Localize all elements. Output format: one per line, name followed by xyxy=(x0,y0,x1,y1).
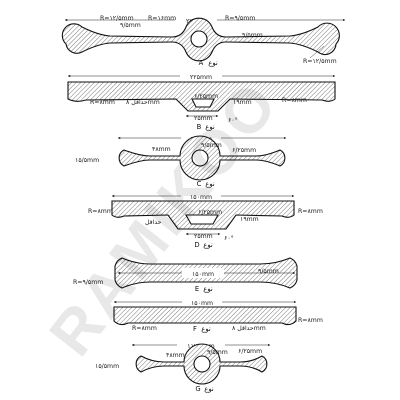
d-letter: D xyxy=(194,241,199,249)
b-angle: ۶۰° xyxy=(228,116,238,124)
a-letter: A xyxy=(199,59,204,67)
c-hub: ۹/۵mm xyxy=(201,142,222,149)
e-letter: E xyxy=(195,285,199,293)
d-r-left: R=۸mm xyxy=(88,208,113,215)
g-type-word: نوع xyxy=(204,385,214,393)
e-r-left: R=۹/۵mm xyxy=(73,279,103,286)
c-ring: ۶/۲۵mm xyxy=(232,147,256,154)
g-width: ۱۵/۵mm xyxy=(95,363,119,370)
b-min-left: حداقل ۸mm xyxy=(126,99,160,106)
variant-f: ۱۵۰mm R=۸mm حداقل ۸mm R=۸mm F نوع xyxy=(113,297,323,333)
variant-g: ۱۱۲/۵mm ۱۵/۵mm ۴۸mm ۹/۵mm ۶/۲۵mm G نوع xyxy=(95,340,271,393)
b-r-left: R=۸mm xyxy=(90,99,115,106)
b-bore: ۶/۲۵mm xyxy=(194,93,218,100)
g-center-hole xyxy=(193,355,211,373)
variant-a: ۲۲۵mm R=۱۲/۵mm ۹/۵mm R=۱۶mm R=۹/۵mm ۹/۵m… xyxy=(61,15,346,67)
a-end-radius: R=۹/۵mm xyxy=(225,15,255,22)
variant-e: ۱۵۰mm R=۹/۵mm ۹/۵mm E نوع xyxy=(73,257,298,293)
b-letter: B xyxy=(197,123,202,131)
variant-b: ۲۲۵mm R=۸mm حداقل ۸mm ۶/۲۵mm ۱۹mm R=۸mm … xyxy=(67,71,336,131)
a-dia-right: ۹/۵mm xyxy=(242,32,263,39)
b-r-right: R=۸mm xyxy=(282,97,307,104)
a-center-hole xyxy=(190,30,208,48)
c-pad: ۴۸mm xyxy=(152,146,171,153)
f-letter: F xyxy=(193,325,197,333)
d-seat: ۱۹mm xyxy=(240,216,259,223)
variant-d: ۱۵۰mm R=۸mm حداقل ۶/۲۵mm ۱۹mm R=۸mm ۲۵mm… xyxy=(88,191,323,249)
g-pad: ۴۸mm xyxy=(166,352,185,359)
variant-c: ۱۵۰mm ۱۵/۵mm ۴۸mm ۹/۵mm ۶/۲۵mm C نوع xyxy=(75,133,287,188)
d-overall-length: ۱۵۰mm xyxy=(190,194,212,201)
d-bore: ۶/۲۵mm xyxy=(198,209,222,216)
f-specimen-body xyxy=(113,306,297,326)
c-center-hole xyxy=(191,149,209,167)
f-type-word: نوع xyxy=(201,325,211,333)
d-seat-notch xyxy=(185,214,219,225)
e-dia-right: ۹/۵mm xyxy=(258,268,279,275)
d-r-right: R=۸mm xyxy=(298,208,323,215)
c-letter: C xyxy=(197,180,202,188)
a-type-word: نوع xyxy=(208,59,218,67)
b-specimen-body xyxy=(67,81,336,112)
b-seat-notch xyxy=(191,98,215,108)
b-seat: ۱۹mm xyxy=(233,99,252,106)
f-r-left: R=۸mm xyxy=(132,325,157,332)
e-overall-length: ۱۵۰mm xyxy=(192,271,214,278)
d-base: ۲۵mm xyxy=(194,233,213,240)
c-type-word: نوع xyxy=(205,180,215,188)
b-base: ۲۵mm xyxy=(194,115,213,122)
a-dia-left: ۹/۵mm xyxy=(120,22,141,29)
b-overall-length: ۲۲۵mm xyxy=(190,74,212,81)
g-letter: G xyxy=(195,385,200,393)
g-ring: ۶/۲۵mm xyxy=(238,348,262,355)
f-min-right: حداقل ۸mm xyxy=(232,325,266,332)
a-end-right: R=۱۲/۵mm xyxy=(303,58,337,65)
c-width: ۱۵/۵mm xyxy=(75,157,99,164)
a-neck-radius: R=۱۶mm xyxy=(148,15,176,22)
g-hub: ۹/۵mm xyxy=(207,349,228,356)
e-type-word: نوع xyxy=(203,285,213,293)
a-end-left: R=۱۲/۵mm xyxy=(100,15,134,22)
b-type-word: نوع xyxy=(205,123,215,131)
d-angle: ۶۰° xyxy=(224,234,234,242)
f-r-right: R=۸mm xyxy=(298,317,323,324)
f-overall-length: ۱۵۰mm xyxy=(191,300,213,307)
d-type-word: نوع xyxy=(203,241,213,249)
d-min-left: حداقل xyxy=(145,219,162,226)
